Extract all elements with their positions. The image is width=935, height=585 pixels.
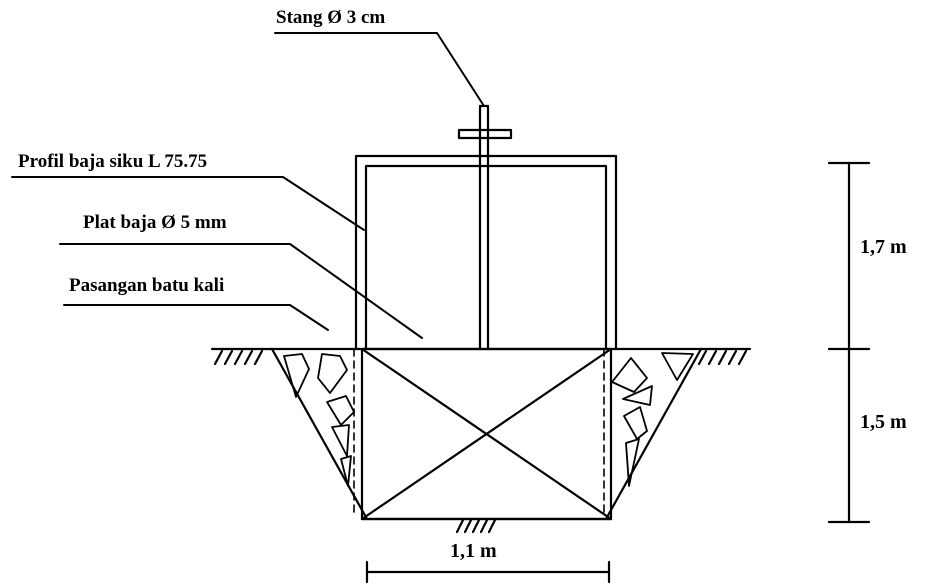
dimension-upper-height: 1,7 m [860, 236, 907, 258]
ground-hatch-left [213, 349, 264, 366]
foundation-right-slope [604, 347, 703, 521]
dimension-base-width: 1,1 m [450, 540, 497, 562]
label-stang: Stang Ø 3 cm [276, 7, 386, 28]
label-profil-baja: Profil baja siku L 75.75 [18, 151, 208, 172]
rubble-stones-right [611, 352, 694, 487]
steel-angle-frame [354, 154, 618, 351]
steel-plate [457, 128, 513, 140]
dimension-lower-height: 1,5 m [860, 411, 907, 433]
label-pasangan-batu: Pasangan batu kali [69, 275, 225, 296]
footing-diagonal-b [360, 347, 613, 521]
height-dimension [827, 161, 871, 524]
rubble-stones-left [283, 353, 355, 487]
footing-block [360, 347, 613, 521]
label-plat-baja: Plat baja Ø 5 mm [83, 212, 227, 233]
ground-hatch-right [697, 349, 748, 366]
foundation-left-slope [270, 347, 369, 521]
width-dimension [365, 560, 611, 584]
ground-hatch-bottom [455, 518, 497, 534]
gauge-rod [478, 104, 490, 351]
leader-lines [11, 32, 485, 339]
